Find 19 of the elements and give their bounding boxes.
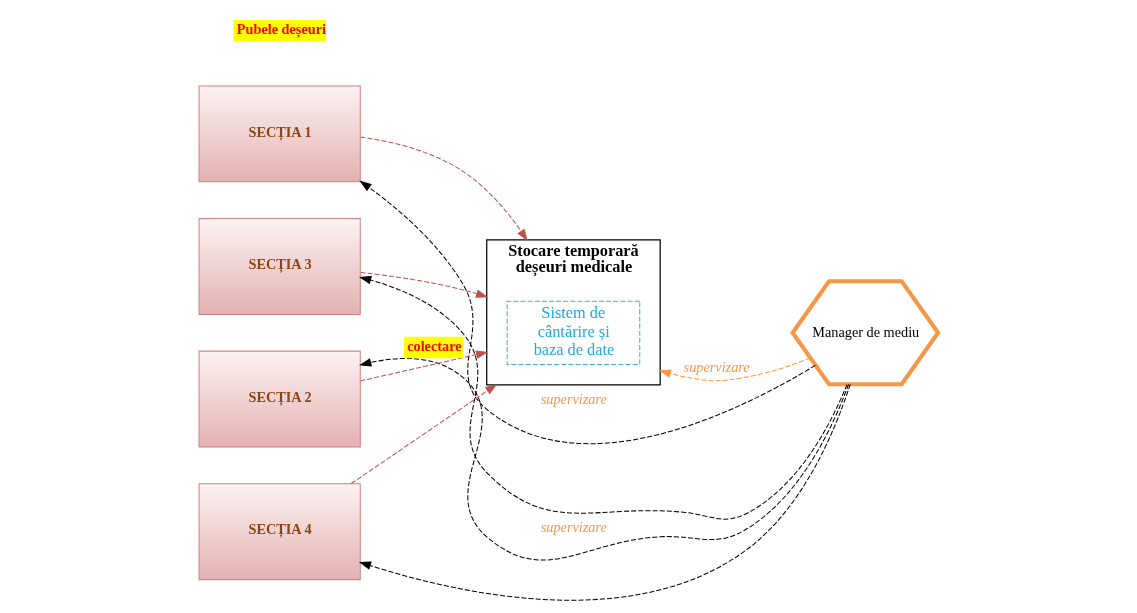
label: Pubele deșeuri xyxy=(236,21,326,38)
arrow xyxy=(359,136,528,242)
arrow xyxy=(359,350,489,382)
edge-label: colectare xyxy=(407,337,462,354)
node-box: Sistem de cântărire și baza de date xyxy=(506,300,641,365)
arrow xyxy=(359,180,816,445)
arrow xyxy=(360,271,489,298)
edge-label: supervizare xyxy=(683,358,750,375)
edge-label: supervizare xyxy=(540,518,607,535)
edge-label: supervizare xyxy=(540,391,607,408)
node-box: SECȚIA 2 xyxy=(198,350,361,448)
arrow xyxy=(359,357,850,561)
arrow xyxy=(358,383,851,601)
node-box: SECȚIA 3 xyxy=(198,218,361,315)
arrow xyxy=(658,357,811,382)
node-box: SECȚIA 4 xyxy=(198,483,361,581)
arrow xyxy=(350,383,498,485)
node-box: SECȚIA 1 xyxy=(198,85,361,183)
arrow xyxy=(358,275,848,520)
